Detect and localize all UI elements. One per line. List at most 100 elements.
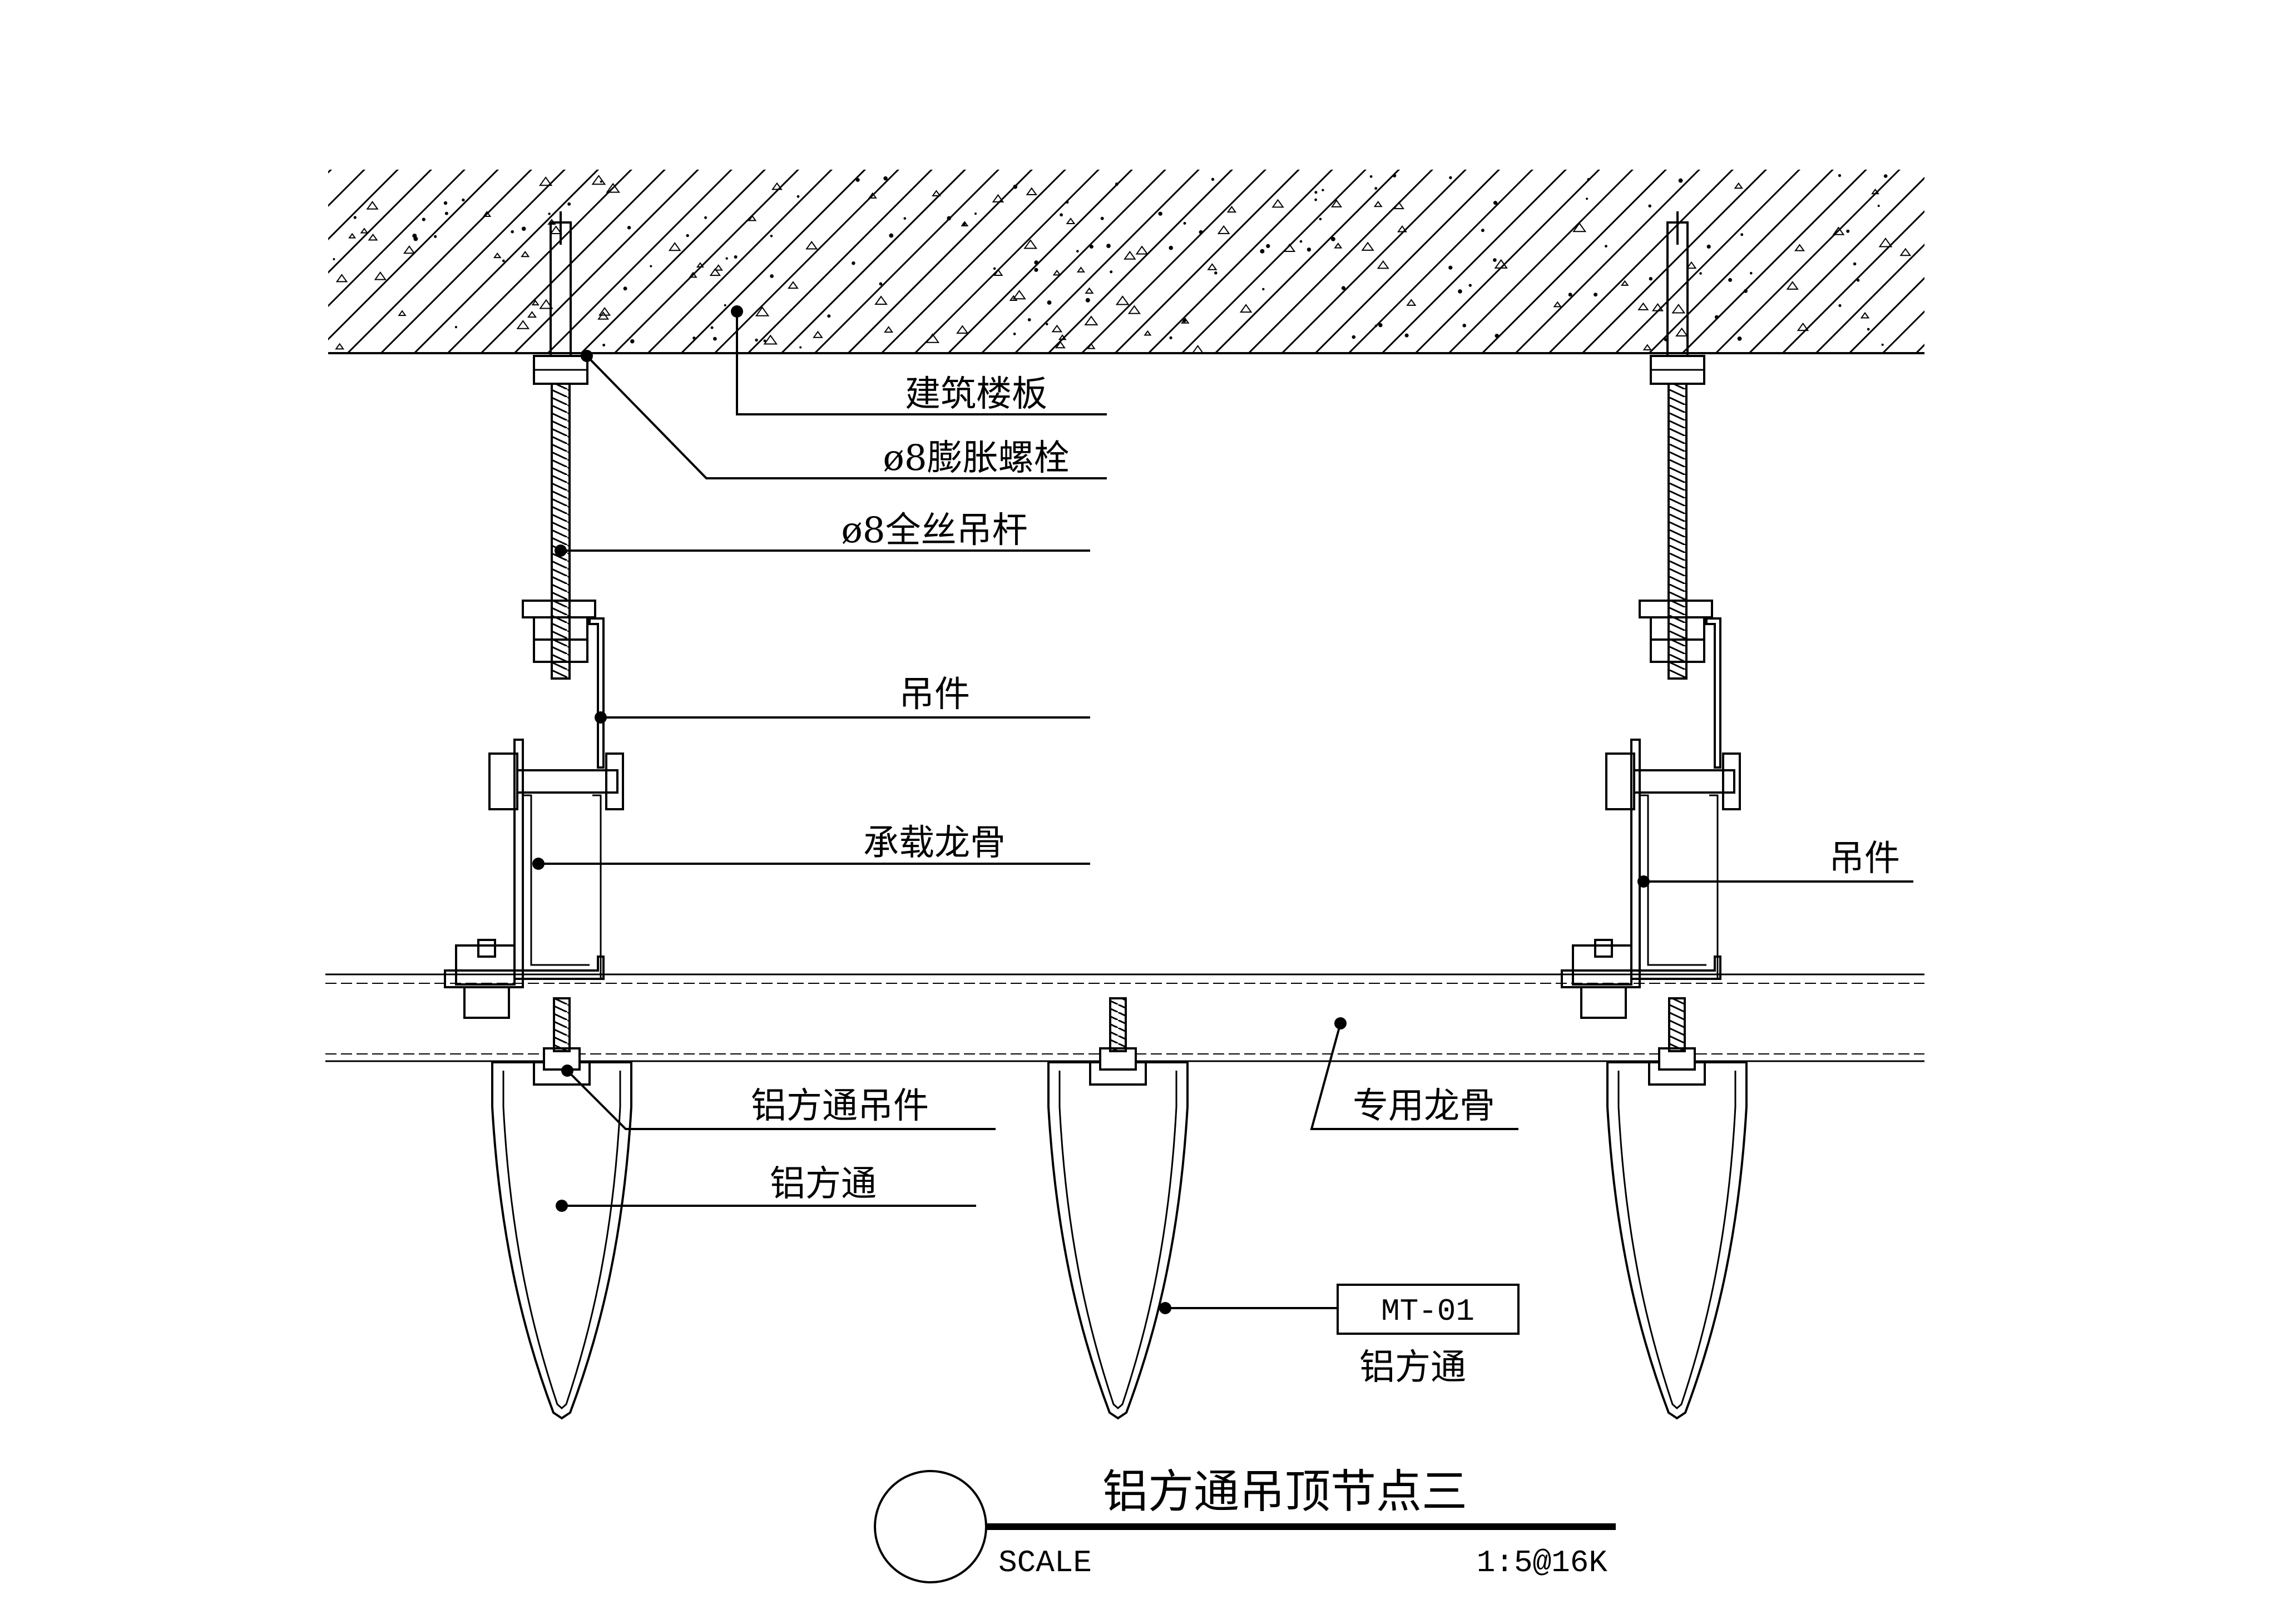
speckle-dot [443,201,448,205]
speckle-dot [1493,258,1497,262]
speckle-dot [1728,278,1733,282]
speckle-dot [1838,304,1842,308]
speckle-triangle [482,211,492,217]
speckle-dot [852,261,855,265]
speckle-triangle [755,306,770,316]
speckle-dot [1106,244,1111,248]
speckle-triangle [1860,311,1870,319]
speckle-dot [710,326,714,329]
speckle-dot [1034,260,1038,265]
leader-dots [532,305,1650,1314]
speckle-triangle [1675,327,1689,337]
speckle-triangle [403,245,415,254]
speckle-triangle [1055,341,1066,349]
speckle-triangle [992,194,1004,203]
speckle-triangle [335,274,348,283]
speckle-dot [1352,335,1356,339]
speckle-triangle [1023,239,1038,249]
leader-lines [538,311,1913,1309]
speckle-triangle [1393,201,1404,210]
label-hanger-right: 吊件 [1829,838,1900,879]
tube-outer [491,1061,632,1420]
speckle-triangle [1144,330,1152,336]
speckle-dot [602,344,606,346]
tube-inner [1617,1071,1736,1409]
speckle-dot [1066,200,1069,204]
speckle-triangle [1642,344,1652,350]
speckle-triangle [868,192,877,199]
speckle-triangle [1406,299,1417,306]
speckle-triangle [813,330,823,338]
speckle-dot [993,267,996,270]
speckle-dot [1314,191,1318,194]
speckle-triangle [1871,188,1879,195]
speckle-triangle [531,300,540,306]
speckle-triangle [1084,315,1098,326]
speckle-dot [1214,271,1218,275]
speckle-dot [1404,333,1409,338]
left-hanger-assembly [444,211,624,1019]
speckle-dot [1115,182,1119,186]
speckle-dot [1319,217,1322,221]
speckle-triangle [1878,237,1893,247]
speckle-dot [630,339,635,344]
speckle-dot [1047,300,1052,305]
speckle-triangle [1671,304,1686,314]
speckle-dot [1182,319,1186,323]
speckle-triangle [1026,187,1038,196]
speckle-dot [883,176,888,181]
label-threaded-rod: ø8全丝吊杆 [841,510,1027,551]
speckle-triangle [709,268,721,276]
speckle-triangle [1052,269,1061,276]
speckle-triangle [1330,199,1343,207]
speckle-dot [502,259,505,263]
drawing-title: 铝方通吊顶节点三 [1102,1465,1467,1518]
speckle-dot [799,346,802,349]
speckle-triangle [1637,302,1649,310]
speckle-dot [1853,262,1857,266]
speckle-triangle [606,182,620,193]
speckle-dot [686,234,689,237]
speckle-dot [1307,247,1312,252]
speckle-triangle [1377,260,1389,269]
speckle-dot [1493,201,1498,205]
speckle-triangle [360,227,369,234]
speckle-dot [353,216,357,219]
speckle-dot [454,326,458,329]
speckle-dot [462,198,465,202]
speckle-triangle [335,343,345,350]
speckle-dot [713,336,717,341]
speckle-triangle [1271,199,1284,208]
speckle-triangle [348,232,357,239]
speckle-dot [444,211,448,215]
tube-clip [1089,1062,1147,1086]
speckle-dot [770,274,774,278]
speckle-dot [1740,233,1744,236]
speckle-dot [600,180,602,183]
label-tube-bottom: 铝方通 [1359,1347,1466,1388]
speckle-triangle [714,264,723,271]
speckle-dot [1322,189,1324,191]
aluminum-tubes [491,997,1748,1420]
speckle-dot [627,226,631,230]
speckle-triangle [1009,295,1018,301]
speckle-dot [1183,222,1186,225]
speckle-dot [567,202,571,206]
speckle-dot [422,217,425,221]
speckle-triangle [1361,241,1374,251]
speckle-dot [548,212,551,215]
speckle-dot [1392,174,1397,178]
tube-bolt [1109,997,1127,1052]
speckle-dot [1027,318,1031,321]
speckle-triangle [1899,247,1912,256]
speckle-dot [434,235,437,238]
aluminum-tube-3 [1606,997,1748,1420]
speckle-dot [1838,174,1842,177]
tube-bolt [1668,997,1686,1052]
speckle-triangle [1051,324,1063,333]
speckle-triangle [1127,305,1141,314]
speckle-triangle [696,262,704,268]
speckle-dot [763,339,766,343]
speckle-triangle [1832,226,1845,235]
scale-value: 1:5@16K [1477,1545,1608,1581]
